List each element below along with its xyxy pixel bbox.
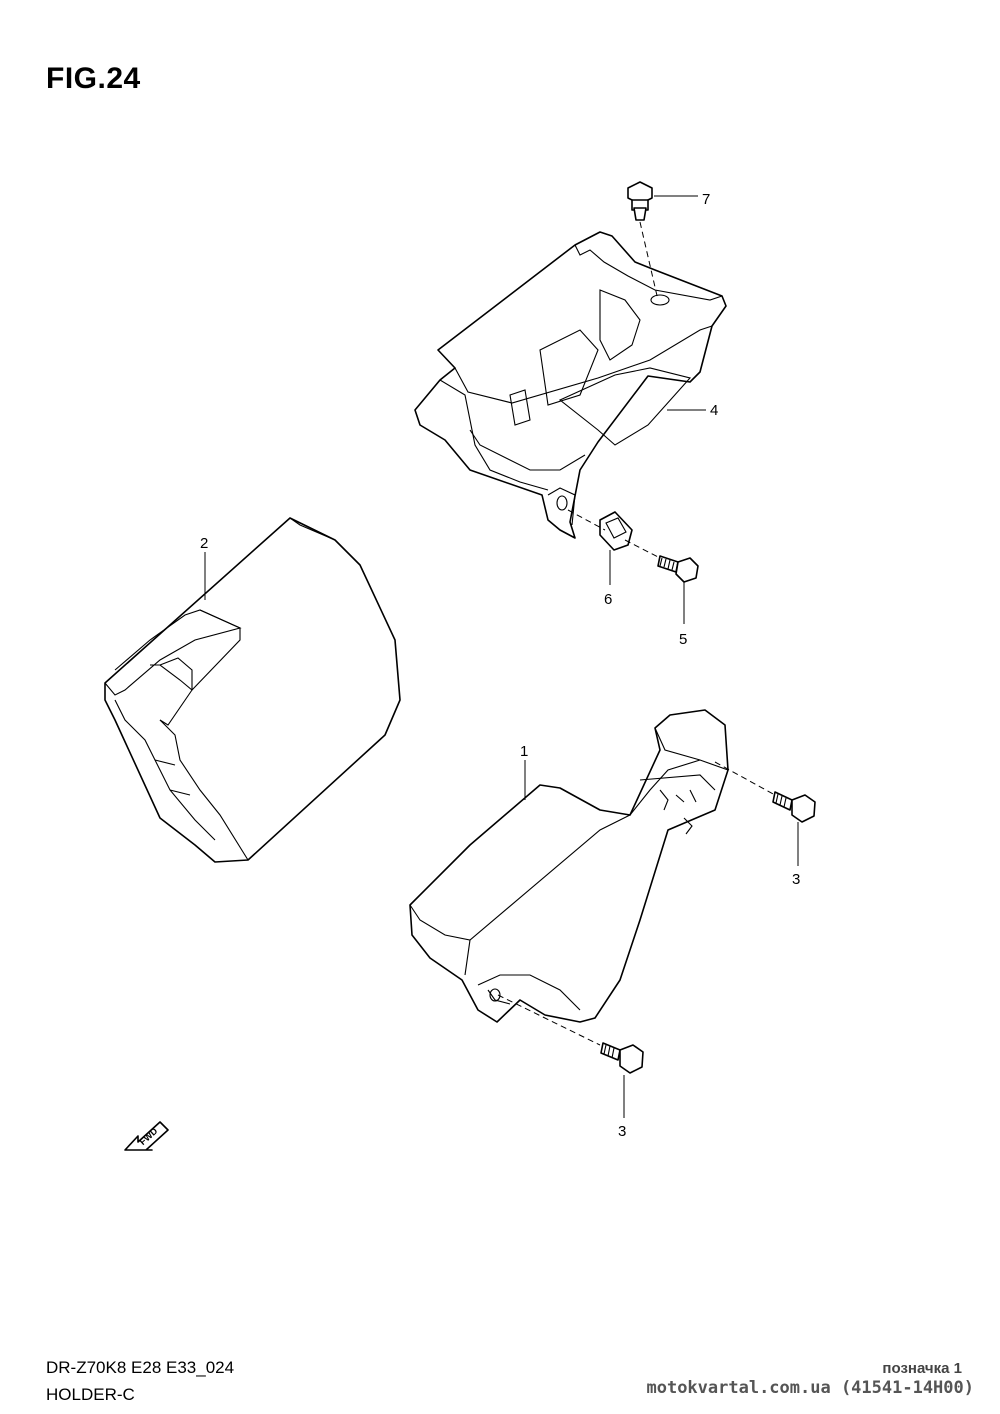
part-4-holder-tray bbox=[414, 231, 727, 539]
section-name: HOLDER-C bbox=[46, 1385, 135, 1404]
callout-6: 6 bbox=[604, 591, 612, 608]
callout-7: 7 bbox=[702, 191, 710, 208]
part-2-cover bbox=[104, 517, 401, 863]
callout-5: 5 bbox=[679, 631, 687, 648]
callout-3-right: 3 bbox=[792, 871, 800, 888]
callout-3-bottom: 3 bbox=[618, 1123, 626, 1140]
part-1-side-cover bbox=[409, 709, 729, 1023]
callout-1: 1 bbox=[520, 743, 528, 760]
part-3-bolt-right bbox=[714, 761, 816, 866]
callout-2: 2 bbox=[200, 535, 208, 552]
watermark: motokvartal.com.ua (41541-14H00) bbox=[646, 1378, 974, 1398]
figure-title: FIG.24 bbox=[46, 62, 141, 95]
part-7-bolt bbox=[627, 181, 698, 301]
part-3-bolt-bottom bbox=[497, 994, 644, 1118]
callout-4: 4 bbox=[710, 402, 718, 419]
fwd-arrow-icon: FWD bbox=[124, 1121, 169, 1151]
mark-label: позначка 1 bbox=[882, 1360, 962, 1377]
part-5-bolt bbox=[624, 539, 699, 624]
model-code: DR-Z70K8 E28 E33_024 bbox=[46, 1358, 235, 1377]
part-6-clip-nut bbox=[567, 509, 633, 585]
